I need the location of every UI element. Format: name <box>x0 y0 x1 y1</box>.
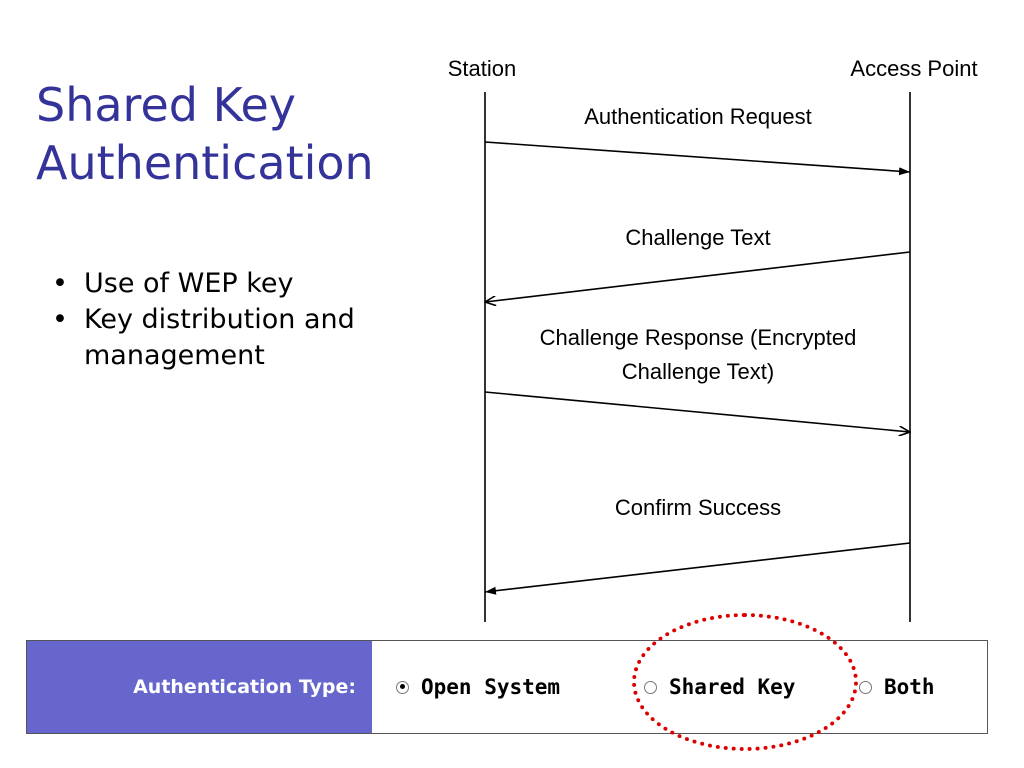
authentication-type-label-cell: Authentication Type: <box>27 641 372 733</box>
radio-option-open-system[interactable]: Open System <box>396 641 560 733</box>
participant-station-label: Station <box>448 56 517 81</box>
message-label-challenge-text: Challenge Text <box>625 225 770 250</box>
message-arrow-challenge-text <box>485 251 911 302</box>
radio-option-label: Open System <box>421 675 561 699</box>
participant-access-point-label: Access Point <box>850 56 977 81</box>
bullet-dot-icon: • <box>52 304 68 335</box>
radio-option-label: Shared Key <box>669 675 796 699</box>
radio-option-both[interactable]: Both <box>859 641 935 733</box>
radio-unchecked-icon[interactable] <box>644 680 657 694</box>
bullet-dot-icon: • <box>52 268 68 299</box>
message-arrow-confirm-success <box>484 542 911 595</box>
bullet-item: • Key distribution and management <box>52 302 432 374</box>
message-arrow-authentication-request <box>484 141 911 176</box>
bullet-text: Key distribution and management <box>84 304 355 371</box>
radio-checked-icon[interactable] <box>396 680 409 694</box>
bullet-list: • Use of WEP key • Key distribution and … <box>52 266 432 374</box>
message-arrow-challenge-response <box>484 391 910 432</box>
radio-option-label: Both <box>884 675 935 699</box>
slide-title-line-1: Shared Key <box>36 78 296 132</box>
radio-option-shared-key[interactable]: Shared Key <box>644 641 795 733</box>
authentication-type-label: Authentication Type: <box>133 676 356 698</box>
message-label-authentication-request: Authentication Request <box>584 104 812 129</box>
message-label-challenge-response-line-1: Challenge Response (Encrypted <box>540 325 857 350</box>
radio-unchecked-icon[interactable] <box>859 680 872 694</box>
authentication-type-options: Open System Shared Key Both <box>372 641 987 733</box>
bullet-item: • Use of WEP key <box>52 266 432 302</box>
bullet-text: Use of WEP key <box>84 268 294 299</box>
message-label-challenge-response-line-2: Challenge Text) <box>622 359 774 384</box>
sequence-diagram: Station Access Point Authentication Requ… <box>448 56 978 622</box>
authentication-type-panel: Authentication Type: Open System Shared … <box>26 640 988 734</box>
slide-title-line-2: Authentication <box>36 136 374 190</box>
message-label-confirm-success: Confirm Success <box>615 495 781 520</box>
slide-title: Shared Key Authentication <box>36 76 456 192</box>
